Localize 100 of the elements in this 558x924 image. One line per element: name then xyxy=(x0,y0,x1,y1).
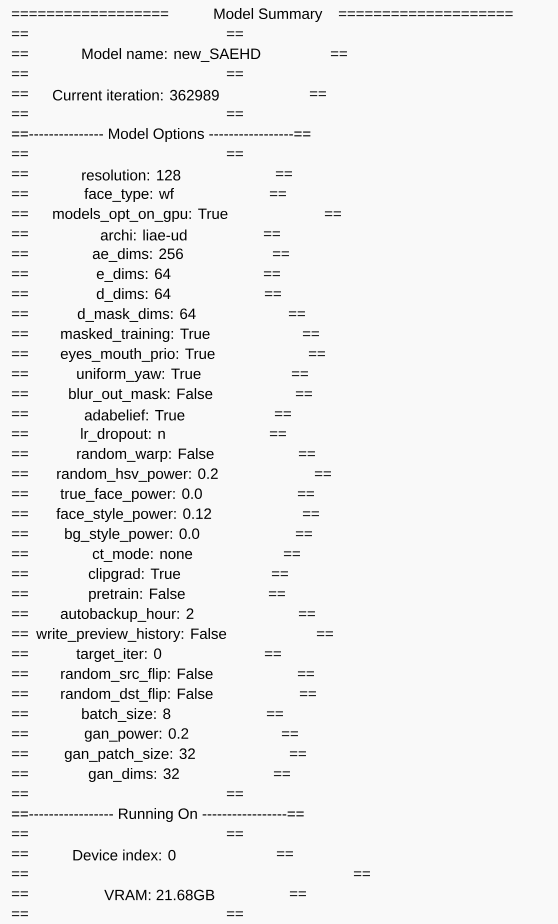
separator-mark: == xyxy=(12,851,28,856)
separator-mark: == xyxy=(12,251,28,256)
separator-mark: == xyxy=(12,511,28,516)
separator-mark: == xyxy=(12,451,28,456)
option-text: gan_patch_size: 32 xyxy=(64,748,195,762)
separator-mark: == xyxy=(298,611,315,616)
separator-mark: == xyxy=(296,391,312,396)
option-text: random_hsv_power: 0.2 xyxy=(57,468,218,482)
separator-mark: == xyxy=(12,871,28,876)
option-text: batch_size: 8 xyxy=(82,708,170,722)
option-text: resolution: 128 xyxy=(82,170,180,180)
separator-mark: == xyxy=(12,271,28,276)
separator-mark: == xyxy=(290,751,306,756)
separator-mark: == xyxy=(12,831,28,836)
option-text: adabelief: True xyxy=(84,410,184,420)
separator-mark: == xyxy=(12,391,28,396)
separator-mark: == xyxy=(12,31,28,36)
separator-mark: == xyxy=(272,251,289,256)
separator-mark: == xyxy=(272,571,288,576)
separator-mark: == xyxy=(12,771,28,776)
option-text: d_mask_dims: 64 xyxy=(78,308,196,322)
separator-mark: == xyxy=(308,351,325,356)
separator-mark: == xyxy=(12,111,28,116)
option-text: random_dst_flip: False xyxy=(61,688,213,702)
option-text: bg_style_power: 0.0 xyxy=(65,528,200,542)
option-text: blur_out_mask: False xyxy=(69,388,212,402)
separator-mark: == xyxy=(226,831,243,836)
separator-mark: == xyxy=(12,411,28,416)
option-text: eyes_mouth_prio: True xyxy=(60,348,215,362)
option-text: e_dims: 64 xyxy=(96,268,170,282)
option-text: pretrain: False xyxy=(89,588,185,602)
separator-mark: == xyxy=(302,511,319,516)
separator-mark: == xyxy=(284,551,300,556)
separator-mark: == xyxy=(296,531,312,536)
separator-mark: == xyxy=(316,631,333,636)
separator-mark: == xyxy=(12,371,28,376)
option-text: clipgrad: True xyxy=(88,568,180,582)
separator-mark: == xyxy=(12,891,28,896)
separator-mark: == xyxy=(12,211,28,216)
separator-mark: == xyxy=(274,771,290,776)
separator-mark: == xyxy=(264,231,280,236)
option-text: ct_mode: none xyxy=(92,548,192,562)
separator-mark: == xyxy=(12,911,28,916)
separator-mark: == xyxy=(298,451,315,456)
separator-mark: == xyxy=(12,691,28,696)
option-text: face_style_power: 0.12 xyxy=(56,508,212,522)
separator-mark: == xyxy=(324,211,341,216)
separator-mark: == xyxy=(12,591,28,596)
separator-mark: == xyxy=(12,191,28,196)
separator-mark: == xyxy=(302,331,319,336)
separator-mark: == xyxy=(266,711,283,716)
separator-mark: == xyxy=(298,491,314,496)
option-text: uniform_yaw: True xyxy=(77,368,201,382)
option-text: d_dims: 64 xyxy=(96,288,170,302)
section-heading: ==--------------- Model Options -----------------== xyxy=(12,128,310,142)
separator-mark: == xyxy=(268,591,285,596)
separator-mark: == xyxy=(12,231,28,236)
separator-mark: == xyxy=(310,91,326,96)
separator-mark: == xyxy=(226,31,243,36)
section-heading: ==----------------- Running On -----------------== xyxy=(12,808,304,822)
separator-mark: == xyxy=(226,71,243,76)
separator-mark: == xyxy=(12,71,28,76)
separator-mark: == xyxy=(288,311,305,316)
separator-mark: == xyxy=(330,51,347,56)
separator-mark: == xyxy=(12,531,28,536)
option-text: lr_dropout: n xyxy=(81,428,165,442)
separator-mark: == xyxy=(226,791,243,796)
option-text: Model name: new_SAEHD xyxy=(82,48,260,62)
option-text: masked_training: True xyxy=(61,328,210,342)
separator-mark: == xyxy=(12,151,28,156)
separator-mark: == xyxy=(12,291,28,296)
separator-mark: == xyxy=(270,431,286,436)
option-text: Device index: 0 xyxy=(73,850,176,860)
separator-mark: == xyxy=(12,551,28,556)
separator-mark: == xyxy=(276,851,293,856)
option-text: true_face_power: 0.0 xyxy=(60,488,202,502)
option-text: target_iter: 0 xyxy=(76,648,162,662)
separator-mark: == xyxy=(226,911,243,916)
separator-mark: == xyxy=(12,51,28,56)
separator-mark: == xyxy=(12,751,28,756)
separator-mark: == xyxy=(314,471,331,476)
separator-mark: == xyxy=(12,331,28,336)
option-text: VRAM: 21.68GB xyxy=(104,890,214,900)
separator-mark: == xyxy=(12,671,28,676)
separator-mark: == xyxy=(12,471,28,476)
separator-mark: == xyxy=(354,871,370,876)
separator-mark: == xyxy=(264,291,281,296)
separator-mark: == xyxy=(226,111,243,116)
separator-mark: == xyxy=(12,731,28,736)
option-text: random_src_flip: False xyxy=(61,668,213,682)
separator-mark: == xyxy=(292,371,308,376)
separator-mark: == xyxy=(12,351,28,356)
separator-mark: == xyxy=(12,491,28,496)
separator-mark: == xyxy=(264,651,281,656)
separator-mark: == xyxy=(282,731,298,736)
separator-mark: == xyxy=(12,91,28,96)
separator-mark: == xyxy=(298,671,314,676)
option-text: autobackup_hour: 2 xyxy=(60,608,194,622)
option-text: models_opt_on_gpu: True xyxy=(53,208,228,222)
option-text: gan_power: 0.2 xyxy=(84,728,188,742)
